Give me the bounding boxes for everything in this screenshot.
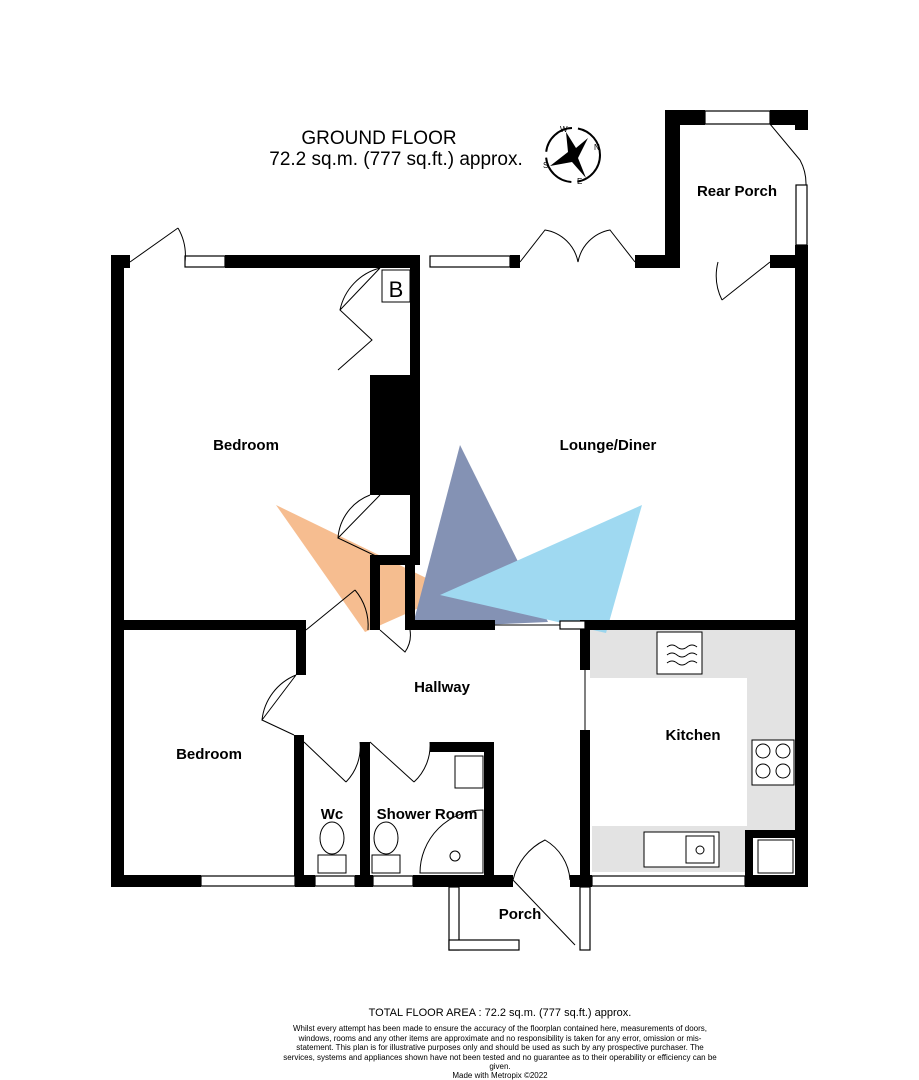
basin-icon [454,755,484,789]
view-cone-cyan [440,505,642,633]
floor-title: GROUND FLOOR [301,128,456,149]
room-label-rear-porch: Rear Porch [697,183,777,200]
microwave-icon [656,631,703,675]
disclaimer: Whilst every attempt has been made to en… [283,1024,717,1072]
room-label-kitchen: Kitchen [665,727,720,744]
compass-e: E [577,177,582,186]
room-label-bedroom: Bedroom [213,437,279,454]
toilet-icon [319,821,345,855]
compass-s: S [543,161,548,170]
made-with-credit: Made with Metropix ©2022 [452,1071,548,1080]
total-floor-area: TOTAL FLOOR AREA : 72.2 sq.m. (777 sq.ft… [368,1007,632,1019]
room-label-hallway: Hallway [414,679,471,696]
view-cones [276,445,642,633]
floor-area: 72.2 sq.m. (777 sq.ft.) approx. [269,149,522,170]
walls [111,110,808,887]
compass-n: N [594,143,600,152]
toilet-icon [373,821,399,855]
doors [129,123,807,946]
room-label-bedroom-2: Bedroom [176,746,242,763]
compass-w: W [560,125,568,134]
fixtures [317,269,795,874]
room-label-porch: Porch [499,906,542,923]
boiler-label: B [389,277,404,302]
compass-icon: W N E S [543,125,601,186]
room-label-lounge-diner: Lounge/Diner [560,437,657,454]
boiler-box [381,269,411,303]
room-label-shower-room: Shower Room [377,806,478,823]
shower-tray-icon [419,809,484,874]
windows [184,110,808,951]
room-label-wc: Wc [321,806,344,823]
